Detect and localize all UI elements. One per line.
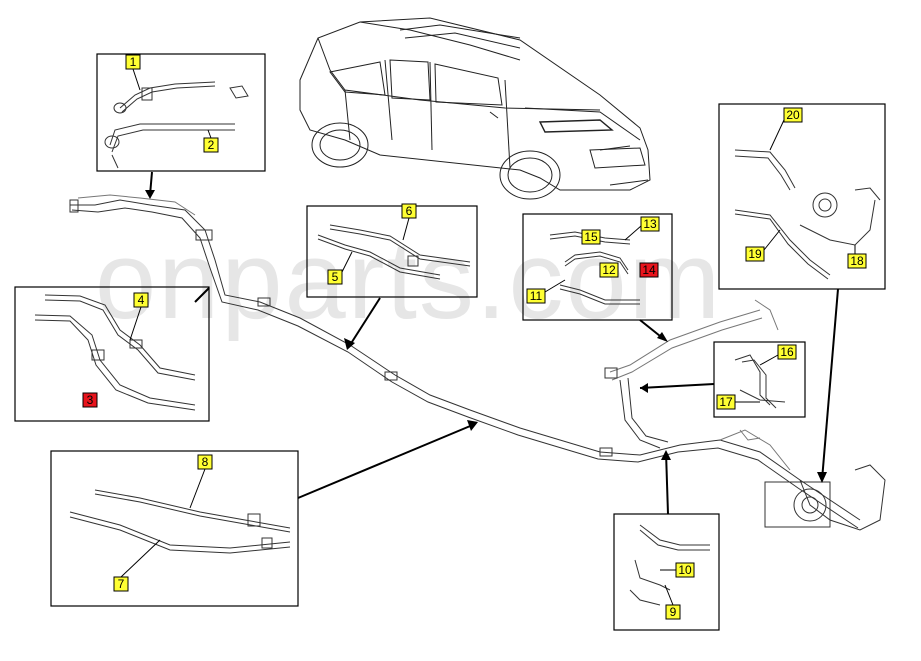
detail-9-10-parts <box>629 524 710 606</box>
detail-1-2-parts <box>104 81 249 169</box>
callout-9[interactable]: 9 <box>664 584 681 620</box>
callout-14[interactable]: 14 <box>639 262 659 278</box>
svg-text:10: 10 <box>678 563 692 577</box>
svg-text:11: 11 <box>530 289 543 303</box>
callout-2[interactable]: 2 <box>203 129 219 153</box>
callout-4[interactable]: 4 <box>129 292 149 341</box>
svg-text:4: 4 <box>138 293 145 307</box>
svg-text:6: 6 <box>406 204 413 218</box>
callout-17[interactable]: 17 <box>716 394 760 410</box>
svg-text:17: 17 <box>719 395 733 409</box>
detail-7-8-parts <box>69 489 291 554</box>
detail-16-17-parts <box>734 354 786 409</box>
callout-16[interactable]: 16 <box>759 344 797 366</box>
detail-frame-16-17 <box>713 341 806 418</box>
callout-12[interactable]: 12 <box>599 262 619 278</box>
callout-18[interactable]: 18 <box>847 245 867 269</box>
callout-15[interactable]: 15 <box>581 229 601 245</box>
svg-text:18: 18 <box>850 254 864 268</box>
detail-frame-3-4 <box>14 286 210 422</box>
detail-3-4-parts <box>34 294 196 411</box>
svg-text:3: 3 <box>87 393 94 407</box>
svg-text:14: 14 <box>642 263 656 277</box>
detail-frame-9-10 <box>613 513 720 631</box>
svg-text:5: 5 <box>332 270 339 284</box>
callout-3[interactable]: 3 <box>82 392 98 408</box>
svg-text:2: 2 <box>208 138 215 152</box>
callout-7[interactable]: 7 <box>113 539 161 592</box>
main-pipe-assembly <box>69 194 886 531</box>
svg-text:9: 9 <box>670 605 677 619</box>
callout-1[interactable]: 1 <box>125 54 141 91</box>
callout-20[interactable]: 20 <box>769 107 803 151</box>
callout-8[interactable]: 8 <box>189 454 213 509</box>
svg-text:7: 7 <box>118 577 125 591</box>
svg-text:8: 8 <box>202 455 209 469</box>
svg-text:13: 13 <box>643 217 657 231</box>
callout-6[interactable]: 6 <box>401 203 417 241</box>
callout-10[interactable]: 10 <box>660 562 695 578</box>
leader-arrows <box>145 171 839 515</box>
vehicle-illustration <box>299 17 651 200</box>
detail-18-20-parts <box>734 149 881 280</box>
svg-text:19: 19 <box>748 247 762 261</box>
detail-frame-11-15 <box>522 213 673 321</box>
detail-frame-7-8 <box>50 450 299 607</box>
detail-frame-1-2 <box>96 53 266 172</box>
detail-5-6-parts <box>317 224 471 280</box>
callout-5[interactable]: 5 <box>327 251 353 285</box>
detail-frame-18-20 <box>718 103 886 290</box>
svg-text:15: 15 <box>584 230 598 244</box>
svg-text:12: 12 <box>602 263 616 277</box>
callout-13[interactable]: 13 <box>624 216 660 241</box>
callout-11[interactable]: 11 <box>526 279 566 304</box>
svg-text:16: 16 <box>780 345 794 359</box>
svg-text:1: 1 <box>130 55 137 69</box>
callout-19[interactable]: 19 <box>745 229 781 262</box>
detail-frame-5-6 <box>306 205 478 298</box>
svg-text:20: 20 <box>786 108 800 122</box>
